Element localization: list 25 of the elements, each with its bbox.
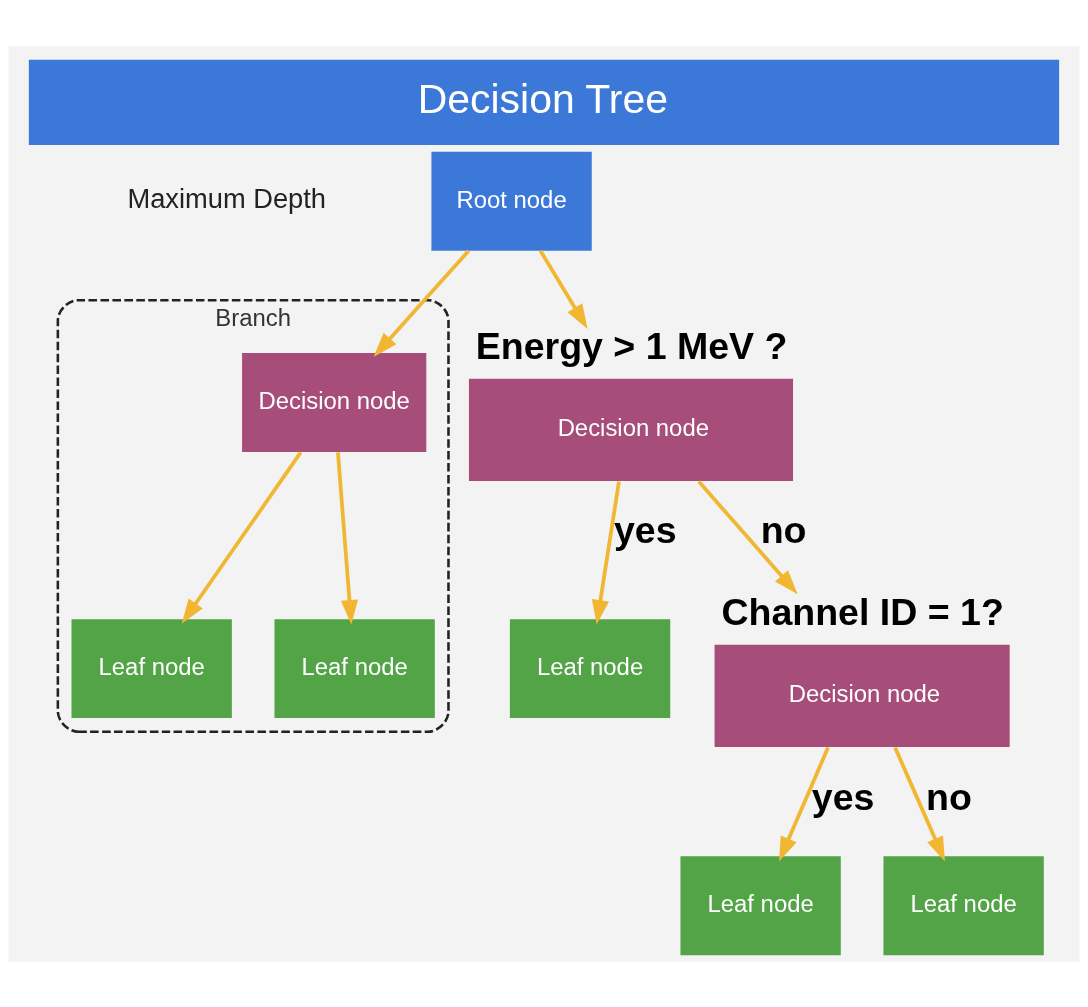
arrow [893,746,945,861]
arrow [336,451,359,625]
arrow [778,746,830,861]
node-box: Leaf node [509,618,671,718]
node-box: Decision node [242,352,427,452]
edge-label: yes [613,508,677,551]
diagram-title: Decision Tree [417,75,668,122]
node-label: Energy > 1 MeV ? [475,324,788,367]
node-box: Leaf node [883,855,1044,955]
node-box: Leaf node [274,618,435,718]
node-box: Decision node [468,378,794,481]
arrow [373,249,471,357]
node-label: Channel ID = 1? [721,590,1004,633]
arrow [181,450,303,624]
node-box: Leaf node [71,618,232,718]
arrow [591,480,621,625]
edge-label: yes [811,775,875,817]
edge-label: no [760,508,807,551]
node-box: Root node [431,151,592,251]
node-box: Decision node [714,644,1010,747]
label: Maximum Depth [127,182,327,214]
arrow [538,249,588,329]
node-box: Leaf node [680,855,841,955]
edge-label: no [926,775,972,817]
arrow [697,479,798,594]
